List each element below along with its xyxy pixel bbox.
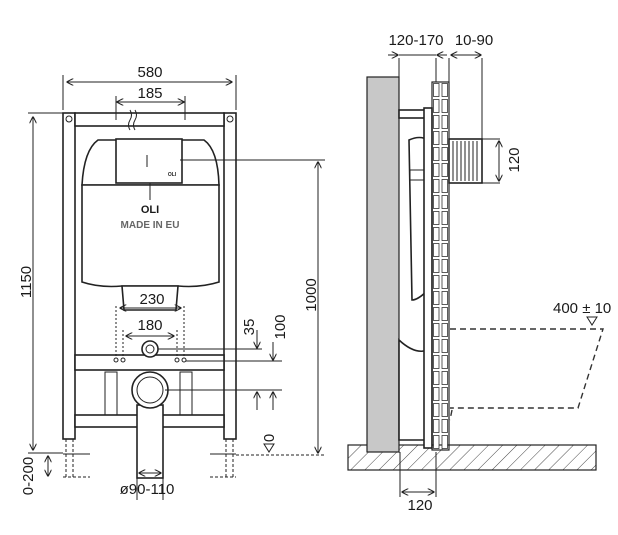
side-dimensions: 120-170 10-90 120 400 ± 10 120 <box>388 32 611 514</box>
dim-0-200: 0-200 <box>20 457 37 495</box>
dim-120-170: 120-170 <box>388 32 443 49</box>
pipes <box>113 340 187 479</box>
dim-230: 230 <box>139 291 164 308</box>
flush-button-side <box>448 138 483 184</box>
side-view: 120-170 10-90 120 400 ± 10 120 <box>347 32 611 514</box>
cistern: OLI MADE IN EU OLI <box>81 109 220 311</box>
dim-drain-diameter: ø90-110 <box>120 481 175 498</box>
floor-level-0: 0 <box>261 434 278 442</box>
toilet-bowl-outline <box>449 328 604 421</box>
dim-35: 35 <box>241 319 258 336</box>
dim-1000: 1000 <box>303 278 320 311</box>
frame-side <box>398 107 433 449</box>
dim-seat-height: 400 ± 10 <box>553 300 611 317</box>
dim-button-120: 120 <box>506 147 523 172</box>
dim-10-90: 10-90 <box>455 32 493 49</box>
level-triangle-icon <box>586 316 598 326</box>
frame <box>62 112 237 478</box>
front-view: OLI MADE IN EU OLI 580 185 1150 <box>18 64 325 500</box>
dim-180: 180 <box>137 317 162 334</box>
dim-floor-120: 120 <box>407 497 432 514</box>
front-dimensions: 580 185 1150 1000 230 180 35 100 0 <box>18 64 325 500</box>
brand-label: OLI <box>141 204 159 216</box>
dim-580: 580 <box>137 64 162 81</box>
made-in-label: MADE IN EU <box>121 220 180 231</box>
dim-100: 100 <box>272 314 289 339</box>
brand-small-label: OLI <box>168 172 177 178</box>
level-triangle-icon <box>263 443 275 453</box>
wall <box>366 76 400 453</box>
dim-1150: 1150 <box>18 266 35 298</box>
dim-185: 185 <box>137 85 162 102</box>
panel <box>431 81 450 451</box>
